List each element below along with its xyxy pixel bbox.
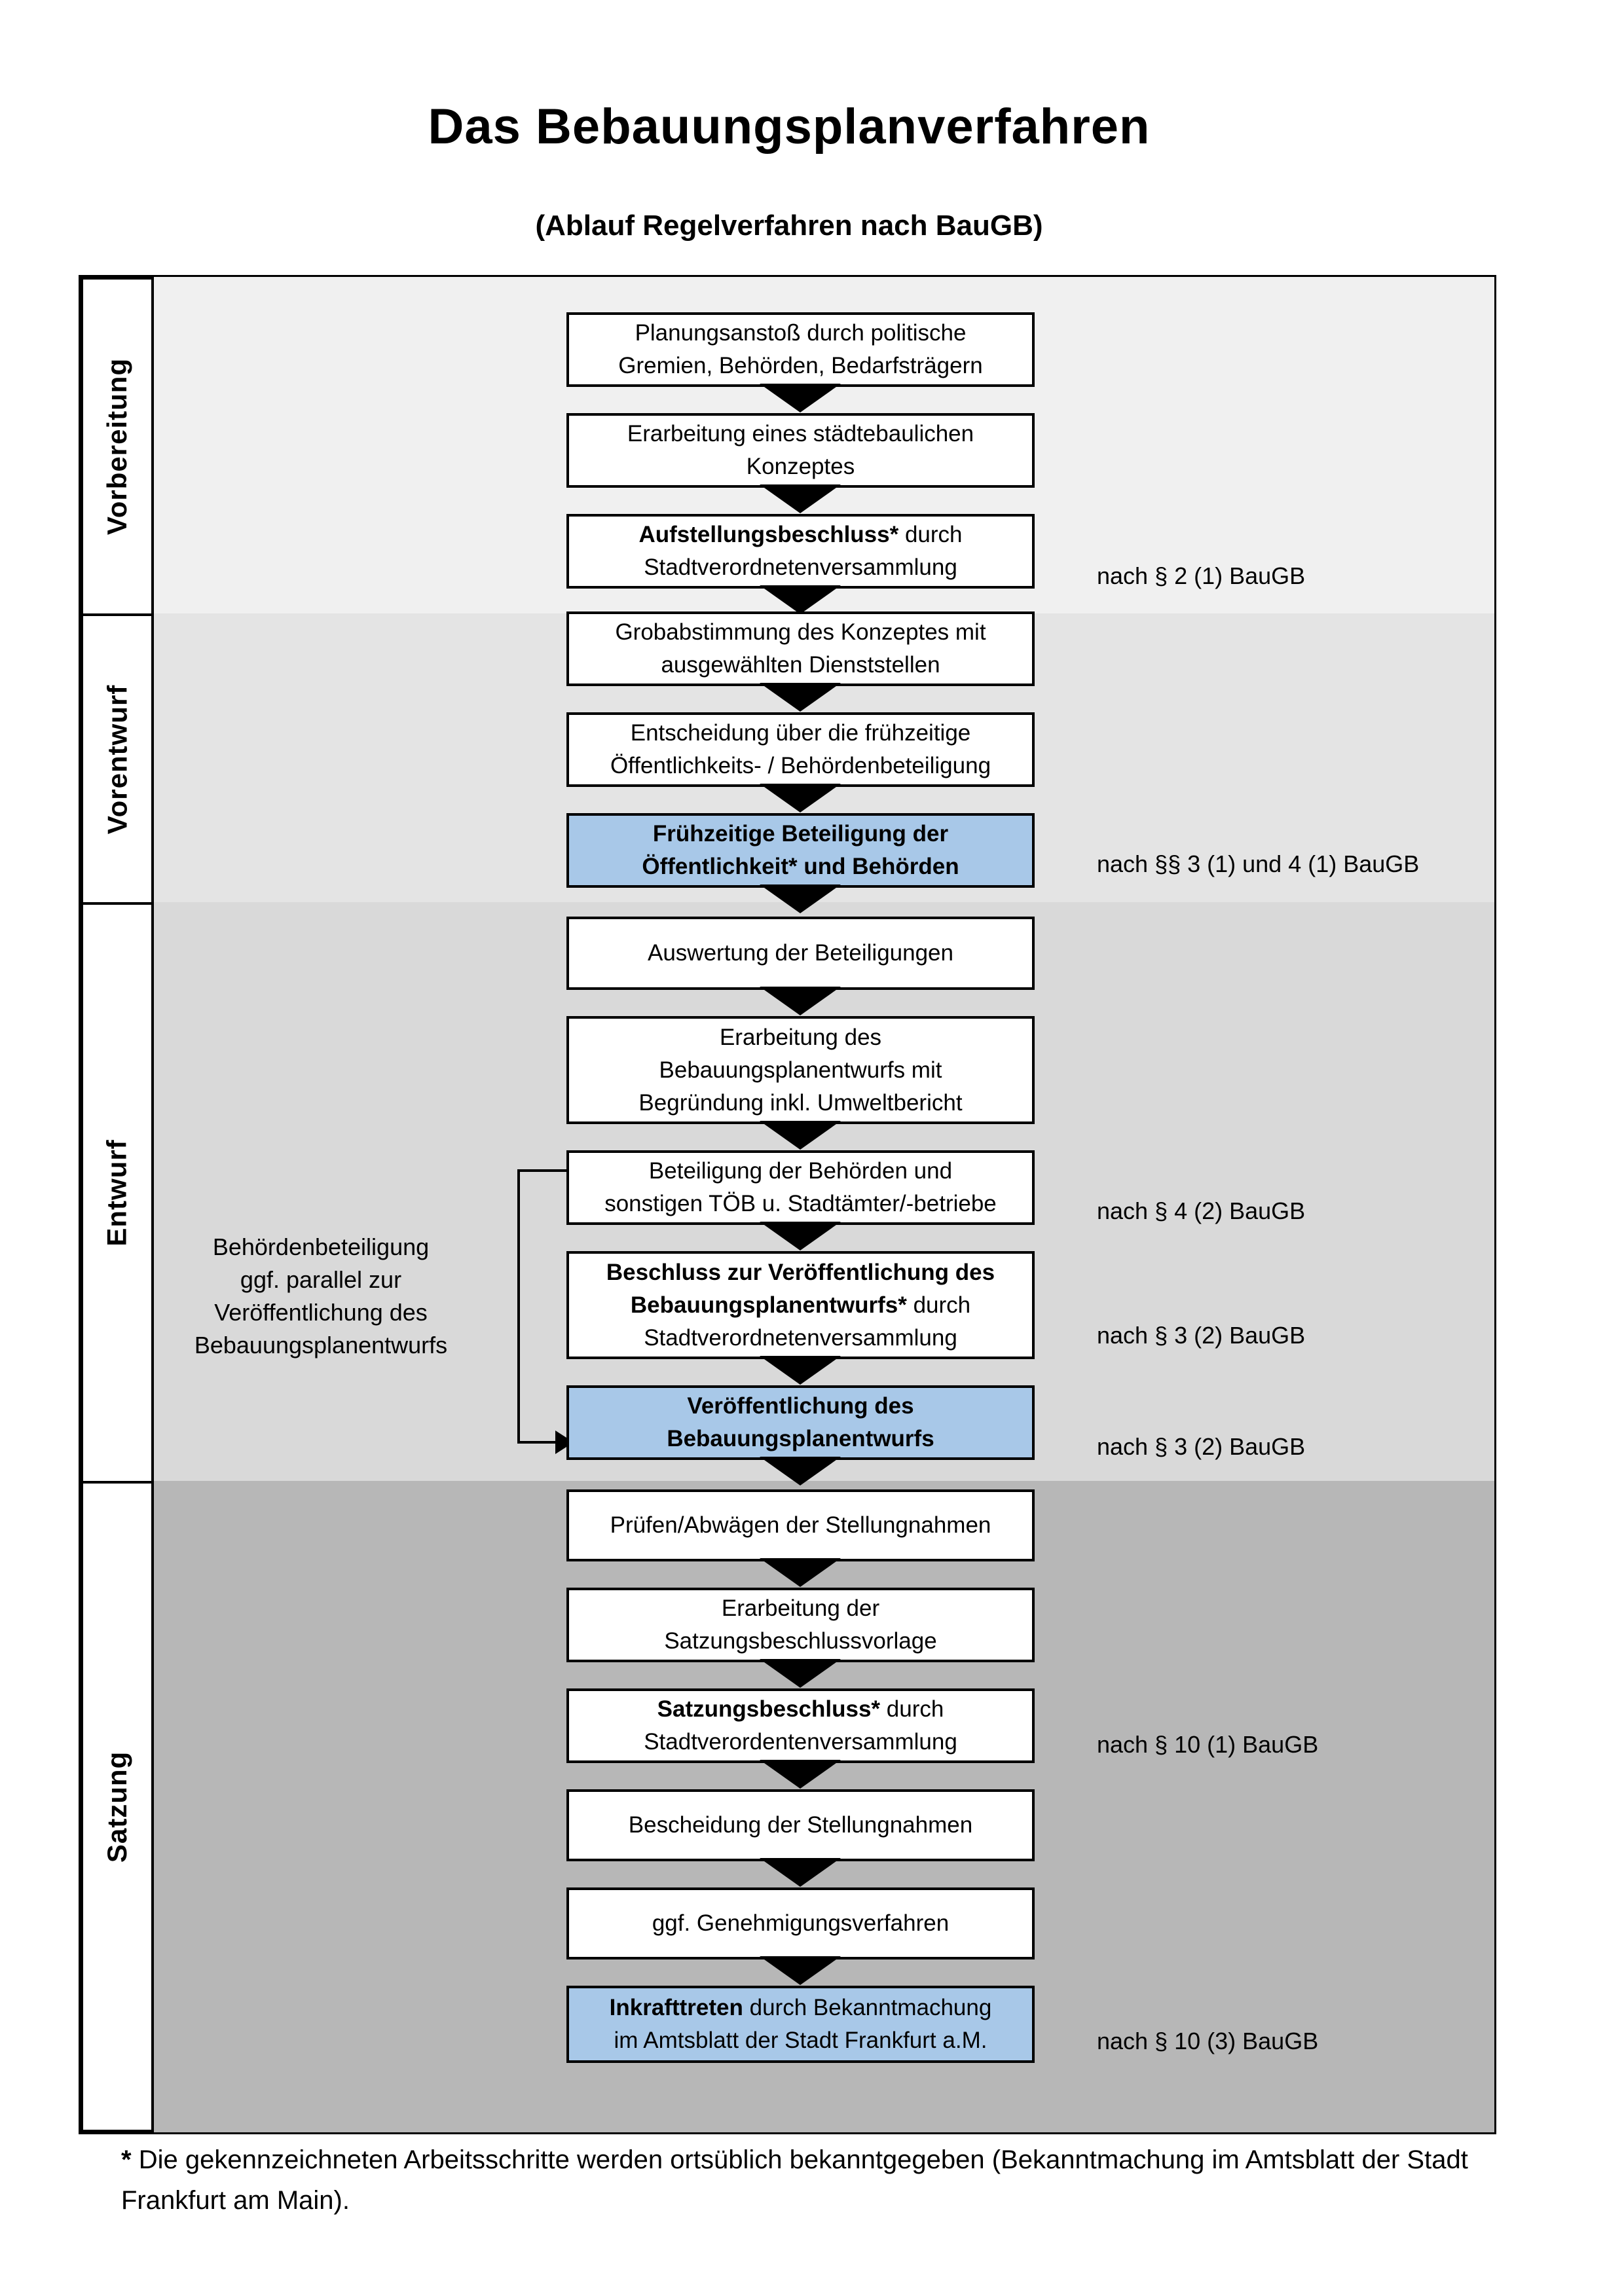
flow-arrow-down-icon [760, 1558, 841, 1587]
step-erarbeitung-satzungsbeschlussvorlage: Erarbeitung der Satzungsbeschlussvorlage [566, 1588, 1035, 1662]
flow-arrow-down-icon [760, 1457, 841, 1485]
parallel-annotation: Behördenbeteiligung ggf. parallel zur Ve… [194, 1233, 448, 1358]
phase-label-satzung: Satzung [81, 1481, 154, 2132]
flow-arrow-down-icon [760, 384, 841, 412]
phase-label-vorbereitung: Vorbereitung [81, 277, 154, 616]
flow-arrow-down-icon [760, 784, 841, 812]
step-inkrafttreten: Inkrafttreten durch Bekanntmachung im Am… [566, 1986, 1035, 2063]
phase-label-text: Vorbereitung [101, 357, 133, 536]
footnote-text: Die gekennzeichneten Arbeitsschritte wer… [121, 2145, 1468, 2215]
legal-reference: nach § 10 (3) BauGB [1097, 2028, 1319, 2054]
footnote: * Die gekennzeichneten Arbeitsschritte w… [121, 2140, 1509, 2221]
flow-arrow-down-icon [760, 1956, 841, 1985]
step-erarbeitung-bebauungsplanentwurf: Erarbeitung des Bebauungsplanentwurfs mi… [566, 1016, 1035, 1124]
flow-arrow-down-icon [760, 585, 841, 614]
parallel-connector-line [517, 1169, 520, 1444]
step-planungsanstoss: Planungsanstoß durch politische Gremien,… [566, 312, 1035, 387]
legal-reference: nach § 3 (2) BauGB [1097, 1433, 1306, 1460]
flow-arrow-down-icon [760, 683, 841, 712]
step-entscheidung-fruehzeitige-beteiligung: Entscheidung über die frühzeitige Öffent… [566, 712, 1035, 787]
flow-arrow-down-icon [760, 1356, 841, 1385]
diagram-frame: Vorbereitung Vorentwurf Entwurf Satzung … [79, 275, 1496, 2134]
phase-label-vorentwurf: Vorentwurf [81, 613, 154, 905]
flow-arrow-down-icon [760, 884, 841, 913]
step-beteiligung-behoerden: Beteiligung der Behörden und sonstigen T… [566, 1150, 1035, 1225]
phase-label-text: Satzung [101, 1751, 133, 1863]
parallel-connector-line [517, 1169, 569, 1172]
legal-reference: nach § 10 (1) BauGB [1097, 1731, 1319, 1758]
flow-arrow-down-icon [760, 1659, 841, 1688]
flow-arrow-down-icon [760, 987, 841, 1015]
step-veroeffentlichung-entwurf: Veröffentlichung des Bebauungsplanentwur… [566, 1385, 1035, 1460]
flow-arrow-down-icon [760, 1222, 841, 1250]
parallel-connector-line [517, 1441, 557, 1444]
step-pruefen-abwaegen: Prüfen/Abwägen der Stellungnahmen [566, 1489, 1035, 1561]
flow-arrow-down-icon [760, 1760, 841, 1789]
step-satzungsbeschluss: Satzungsbeschluss* durch Stadtverordente… [566, 1688, 1035, 1763]
step-staedtebauliches-konzept: Erarbeitung eines städtebaulichen Konzep… [566, 413, 1035, 488]
step-aufstellungsbeschluss: Aufstellungsbeschluss* durch Stadtverord… [566, 514, 1035, 589]
phase-label-entwurf: Entwurf [81, 902, 154, 1484]
step-fruehzeitige-beteiligung: Frühzeitige Beteiligung der Öffentlichke… [566, 813, 1035, 888]
legal-reference: nach § 2 (1) BauGB [1097, 562, 1306, 589]
step-grobabstimmung: Grobabstimmung des Konzeptes mit ausgewä… [566, 611, 1035, 686]
step-auswertung-beteiligungen: Auswertung der Beteiligungen [566, 917, 1035, 990]
flow-arrow-down-icon [760, 1121, 841, 1150]
legal-reference: nach §§ 3 (1) und 4 (1) BauGB [1097, 850, 1420, 877]
phase-label-text: Entwurf [101, 1139, 132, 1247]
step-genehmigungsverfahren: ggf. Genehmigungsverfahren [566, 1887, 1035, 1959]
footnote-asterisk: * [121, 2145, 132, 2174]
legal-reference: nach § 4 (2) BauGB [1097, 1197, 1306, 1224]
page-subtitle: (Ablauf Regelverfahren nach BauGB) [535, 210, 1043, 242]
step-beschluss-veroeffentlichung: Beschluss zur Veröffentlichung des Bebau… [566, 1251, 1035, 1359]
legal-reference: nach § 3 (2) BauGB [1097, 1322, 1306, 1349]
flow-arrow-down-icon [760, 484, 841, 513]
flow-arrow-down-icon [760, 1858, 841, 1887]
step-bescheidung-stellungnahmen: Bescheidung der Stellungnahmen [566, 1789, 1035, 1861]
page-title: Das Bebauungsplanverfahren [428, 99, 1151, 155]
phase-label-text: Vorentwurf [101, 684, 132, 834]
